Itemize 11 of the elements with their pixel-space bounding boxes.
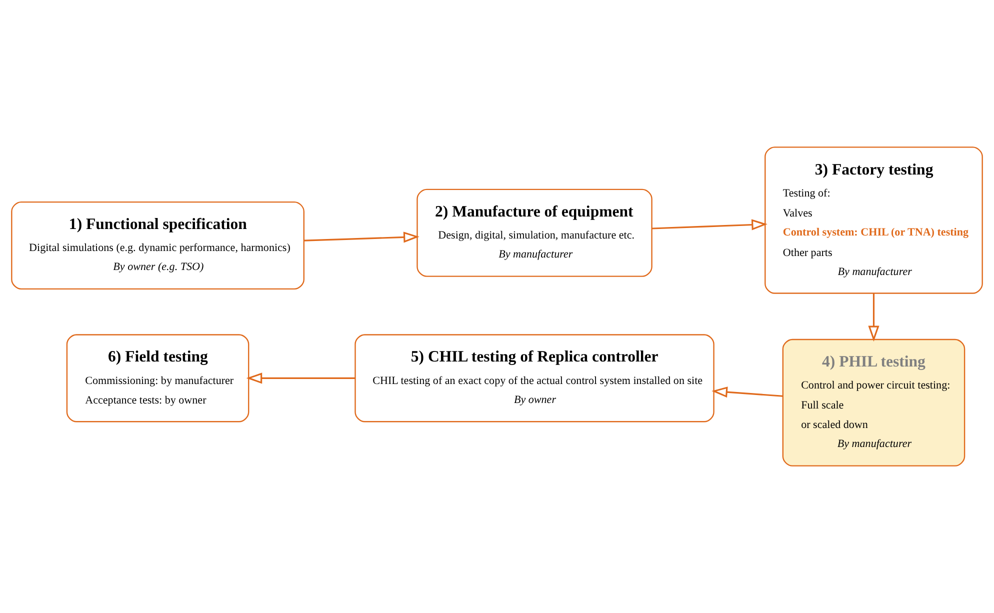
node-box: 2) Manufacture of equipment Design, digital, simulation, manufacture etc. By manufacturer	[416, 188, 652, 277]
node-box: 4) PHIL testing Control and power circuit testing: Full scale or scaled down By manufacturer	[782, 338, 966, 466]
node-box: 5) CHIL testing of Replica controller CHIL testing of an exact copy of the actual control system installed on site By owner	[354, 334, 714, 422]
node-box: 3) Factory testing Testing of: Valves Control system: CHIL (or TNA) testing Other parts By manufacturer	[764, 146, 983, 294]
arrow	[652, 219, 768, 230]
arrow	[712, 386, 783, 398]
arrow	[304, 232, 420, 243]
arrow	[868, 293, 880, 342]
node-box: 1) Functional specification Digital simulations (e.g. dynamic performance, harmonics) By owner (e.g. TSO)	[11, 201, 304, 290]
node-box: 6) Field testing Commissioning: by manufacturer Acceptance tests: by owner	[66, 334, 250, 422]
arrow	[246, 372, 355, 384]
